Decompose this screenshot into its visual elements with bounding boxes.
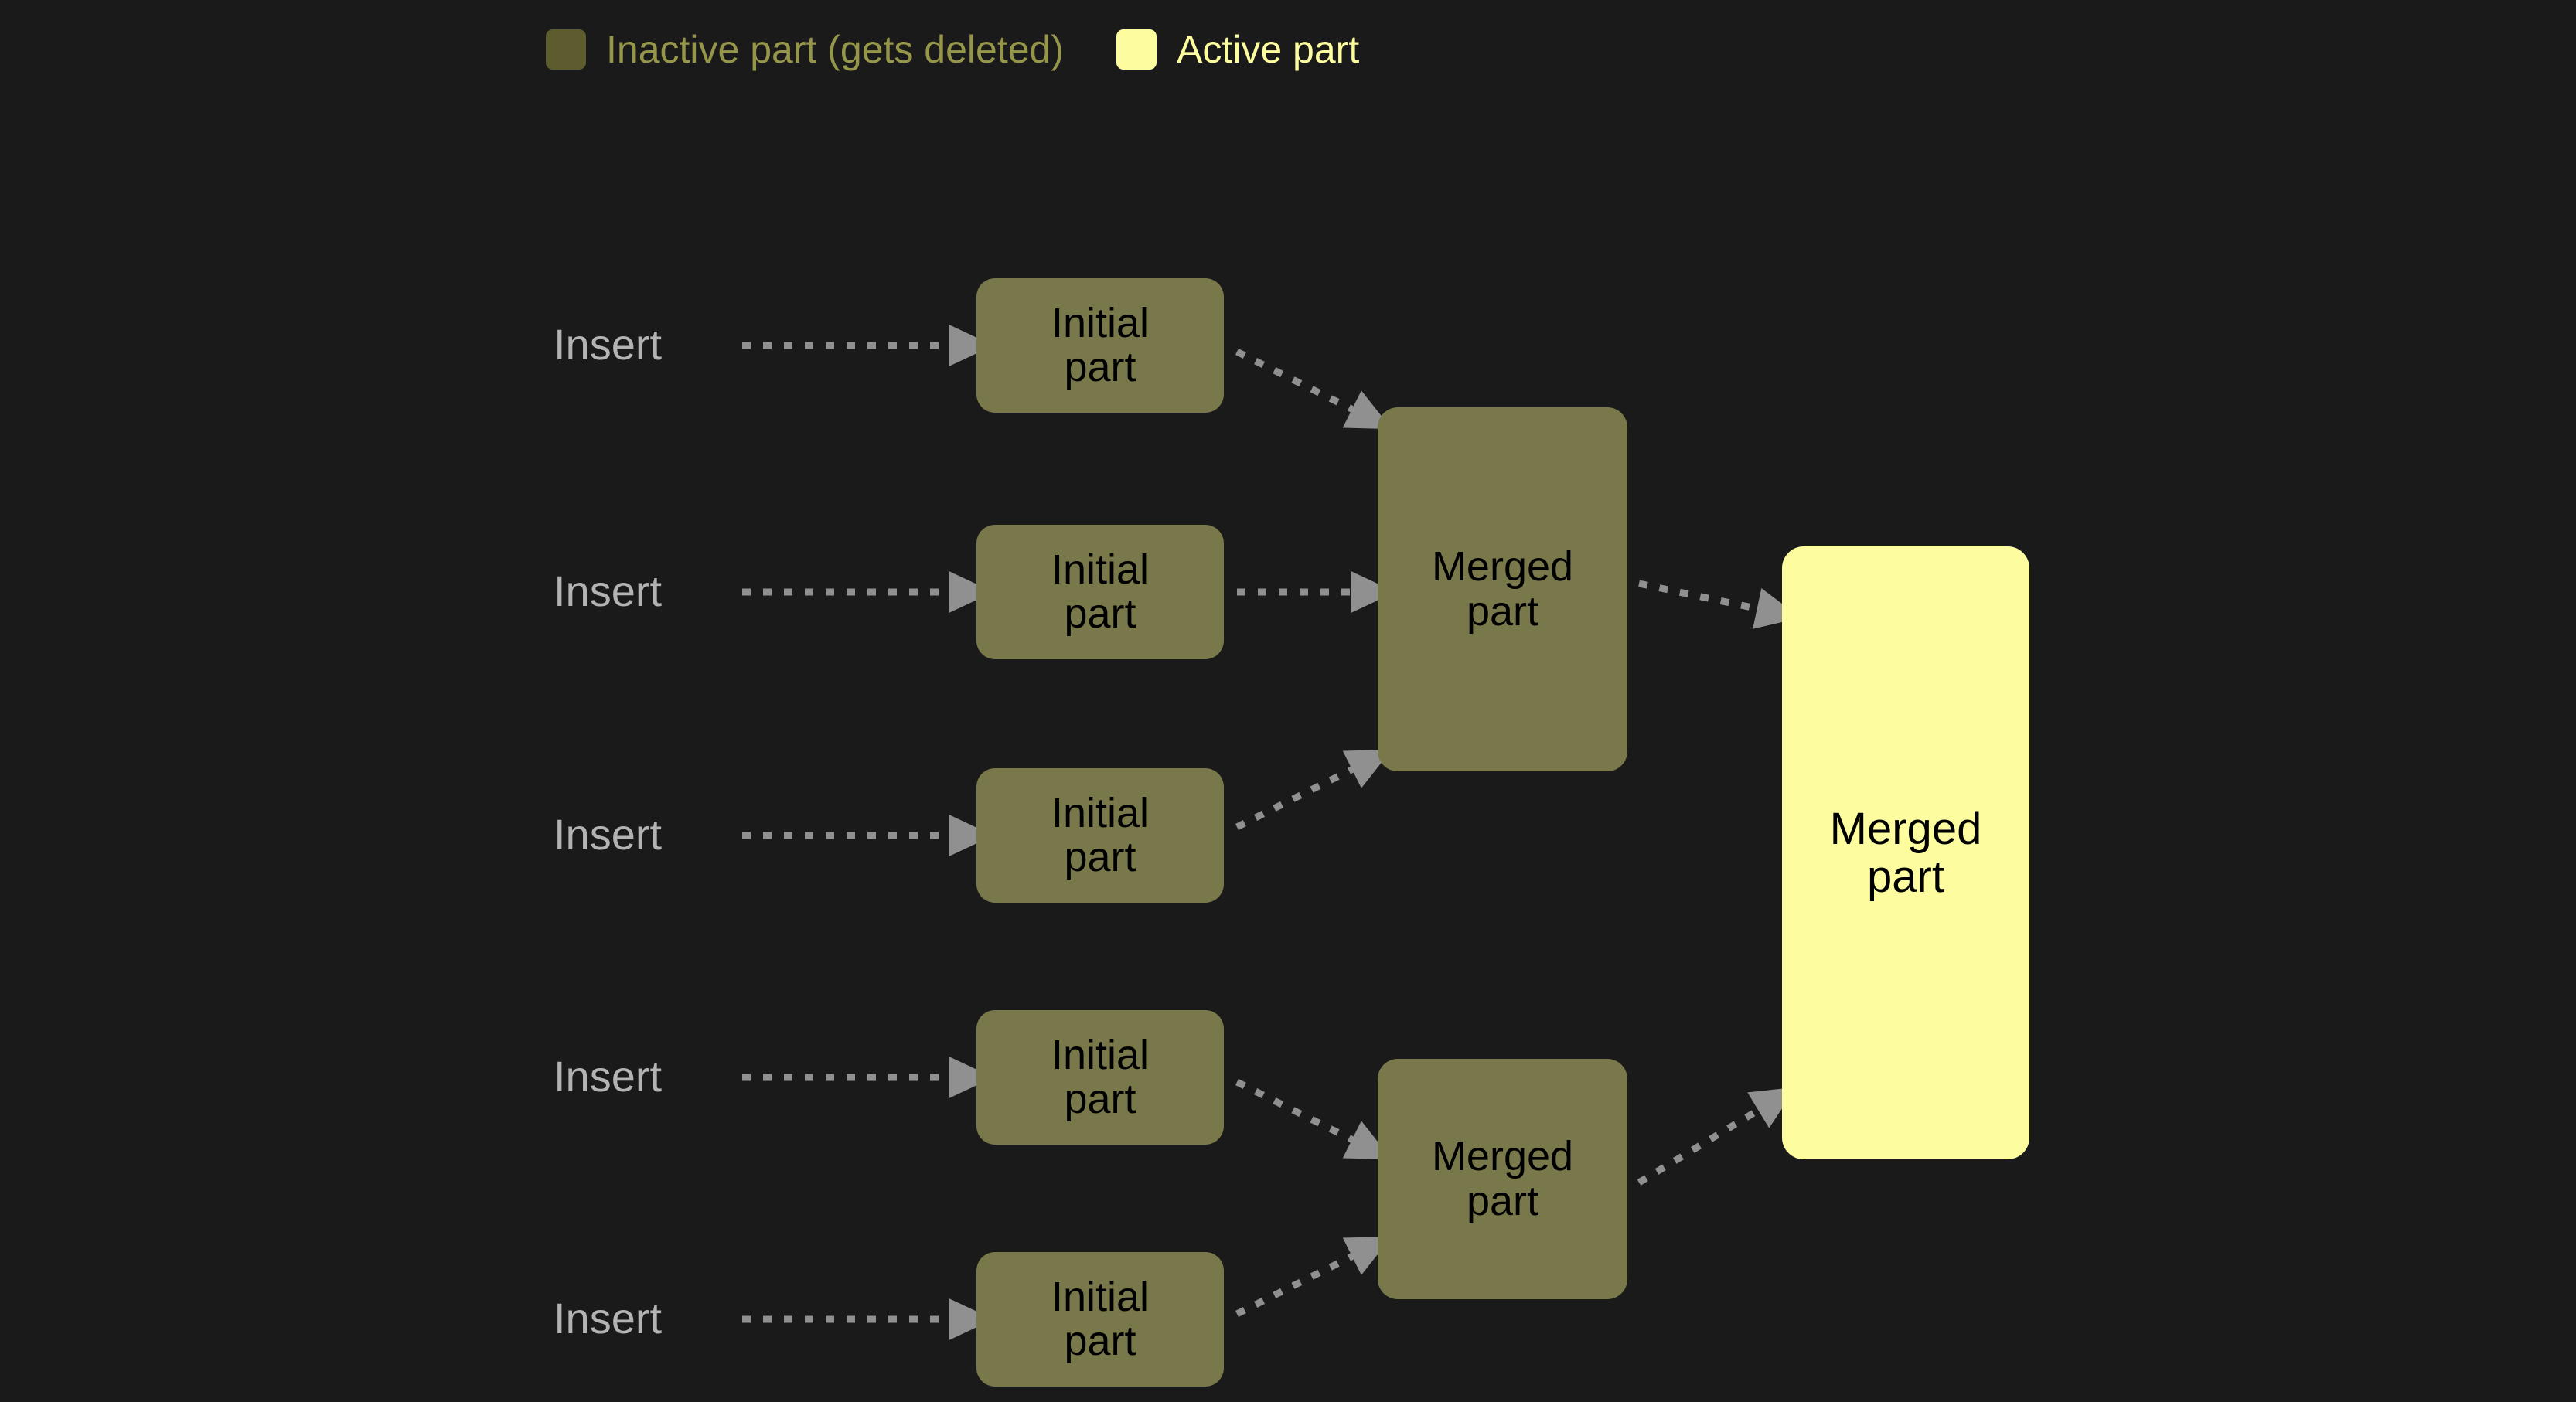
arrow-initial3-to-merged-upper xyxy=(1235,749,1392,831)
legend-item-inactive: Inactive part (gets deleted) xyxy=(546,29,1064,70)
insert-label-3: Insert xyxy=(554,810,663,859)
insert-label-1: Insert xyxy=(554,320,663,369)
legend: Inactive part (gets deleted) Active part xyxy=(546,25,1359,74)
arrow-initial5-to-merged-lower xyxy=(1235,1236,1392,1318)
node-initial-part-3[interactable]: Initial part xyxy=(976,768,1224,903)
node-merged-part-upper[interactable]: Merged part xyxy=(1378,407,1627,771)
node-merged-part-lower[interactable]: Merged part xyxy=(1378,1059,1627,1299)
node-initial-part-5[interactable]: Initial part xyxy=(976,1252,1224,1387)
node-merged-part-final[interactable]: Merged part xyxy=(1782,546,2029,1159)
active-swatch-icon xyxy=(1116,29,1157,70)
node-initial-part-1[interactable]: Initial part xyxy=(976,278,1224,413)
legend-item-active: Active part xyxy=(1116,29,1359,70)
node-initial-part-4[interactable]: Initial part xyxy=(976,1010,1224,1145)
legend-label-inactive: Inactive part (gets deleted) xyxy=(606,28,1064,71)
node-initial-part-2[interactable]: Initial part xyxy=(976,525,1224,659)
arrow-initial1-to-merged-upper xyxy=(1235,348,1392,430)
insert-label-2: Insert xyxy=(554,567,663,615)
insert-label-5: Insert xyxy=(554,1294,663,1342)
insert-label-4: Insert xyxy=(554,1052,663,1101)
legend-label-active: Active part xyxy=(1177,28,1360,71)
arrow-merged-upper-to-final xyxy=(1638,580,1801,629)
arrow-initial4-to-merged-lower xyxy=(1235,1078,1392,1160)
arrow-merged-lower-to-final xyxy=(1637,1087,1797,1186)
inactive-swatch-icon xyxy=(546,29,586,70)
